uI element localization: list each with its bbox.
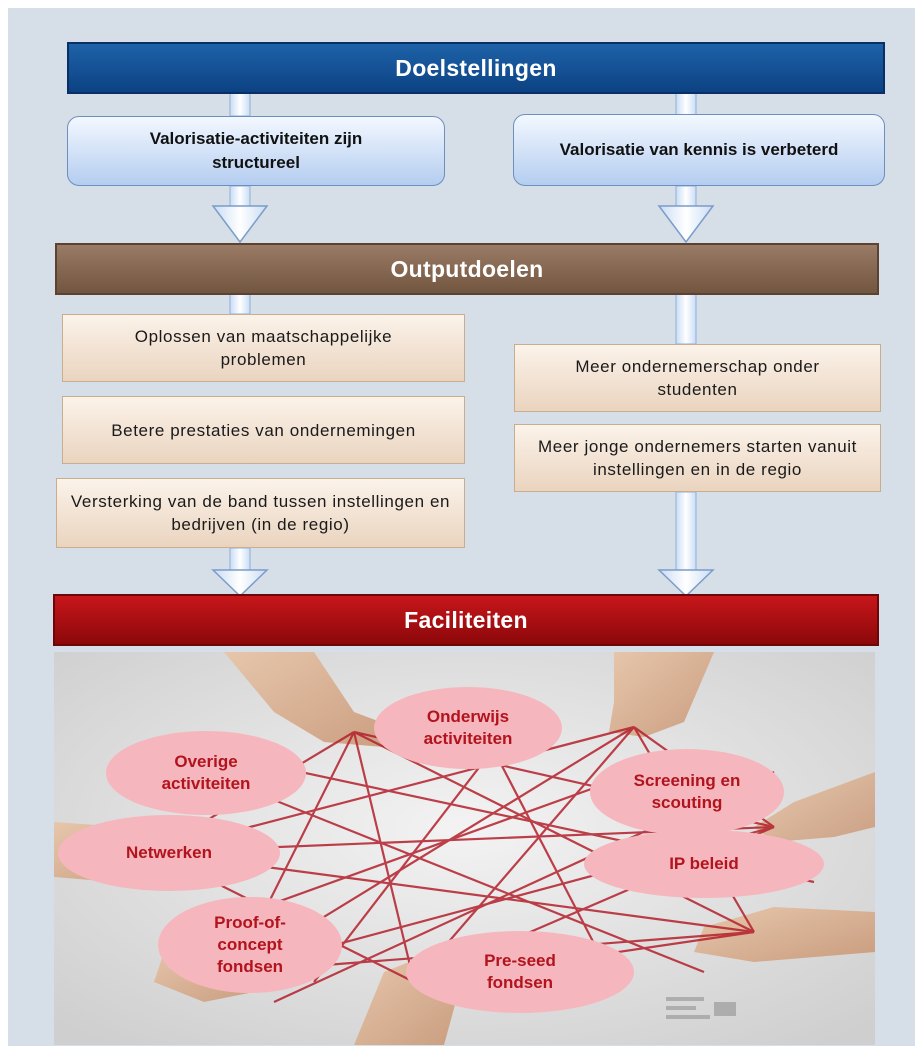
arrow-head-right-1	[657, 205, 715, 244]
doelstelling-right-box: Valorisatie van kennis is verbeterd	[513, 114, 885, 186]
arrow-shaft-right-2	[675, 185, 697, 207]
arrow-shaft-left-1	[229, 91, 251, 117]
arrow-shaft-left-3	[229, 293, 251, 315]
hands-string-photo: Onderwijs activiteiten Overige activitei…	[54, 652, 875, 1045]
faciliteiten-header: Faciliteiten	[53, 594, 879, 646]
doelstellingen-header: Doelstellingen	[67, 42, 885, 94]
facility-screening-en-scouting: Screening en scouting	[590, 749, 784, 835]
outputdoel-left-1-text: Oplossen van maatschappelijke problemen	[134, 327, 393, 369]
arrow-shaft-left-4	[229, 547, 251, 571]
arrow-shaft-left-2	[229, 185, 251, 207]
doelstelling-right-text: Valorisatie van kennis is verbeterd	[559, 140, 839, 159]
doelstellingen-title: Doelstellingen	[395, 54, 557, 81]
doelstelling-left-box: Valorisatie-activiteiten zijn structuree…	[67, 116, 445, 186]
outputdoel-left-2: Betere prestaties van ondernemingen	[62, 396, 465, 464]
arrow-head-left-2	[211, 569, 269, 598]
outputdoel-left-2-text: Betere prestaties van ondernemingen	[111, 420, 416, 440]
facility-netwerken: Netwerken	[58, 815, 280, 891]
outputdoel-right-1-text: Meer ondernemerschap onder studenten	[575, 357, 820, 399]
arrow-shaft-right-3	[675, 293, 697, 345]
outputdoel-left-3: Versterking van de band tussen instellin…	[56, 478, 465, 548]
facility-proof-of-concept-fondsen: Proof-of-concept fondsen	[158, 897, 342, 993]
facility-overige-activiteiten: Overige activiteiten	[106, 731, 306, 815]
facility-pre-seed-fondsen: Pre-seed fondsen	[406, 931, 634, 1013]
outputdoel-right-2: Meer jonge ondernemers starten vanuit in…	[514, 424, 881, 492]
arrow-head-right-2	[657, 569, 715, 598]
arrow-head-left-1	[211, 205, 269, 244]
arrow-shaft-right-4	[675, 491, 697, 571]
outputdoelen-title: Outputdoelen	[390, 255, 544, 282]
facility-onderwijs-activiteiten: Onderwijs activiteiten	[374, 687, 562, 769]
outputdoel-left-3-text: Versterking van de band tussen instellin…	[70, 492, 451, 534]
facility-ip-beleid: IP beleid	[584, 830, 824, 898]
outputdoel-left-1: Oplossen van maatschappelijke problemen	[62, 314, 465, 382]
outputdoel-right-1: Meer ondernemerschap onder studenten	[514, 344, 881, 412]
faciliteiten-title: Faciliteiten	[404, 606, 528, 633]
outputdoelen-header: Outputdoelen	[55, 243, 879, 295]
arrow-shaft-right-1	[675, 91, 697, 117]
outputdoel-right-2-text: Meer jonge ondernemers starten vanuit in…	[538, 437, 857, 479]
doelstelling-left-text: Valorisatie-activiteiten zijn structuree…	[149, 129, 363, 172]
